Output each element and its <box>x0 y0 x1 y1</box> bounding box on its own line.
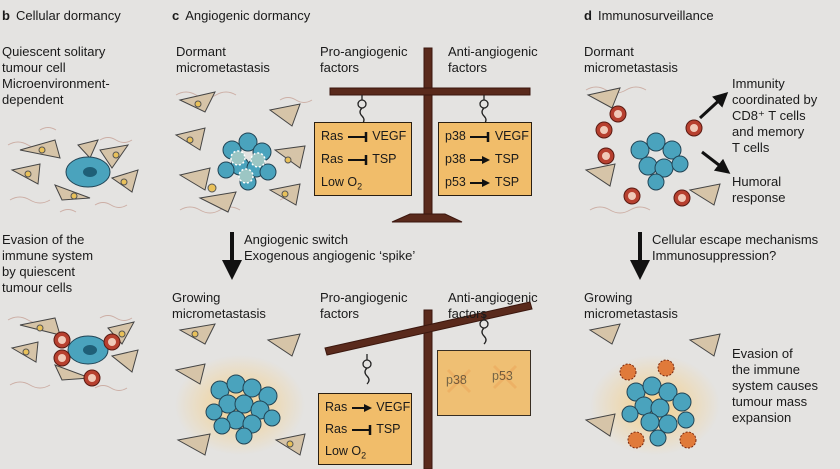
pro-row-3: Low O2 <box>321 175 363 192</box>
panel-c-header: c Angiogenic dormancy <box>172 8 310 23</box>
bottom-pro-row-2: Ras TSP <box>325 422 401 436</box>
evasion-text: Evasion of the immune system causes tumo… <box>732 346 818 425</box>
pro-factors-box-bottom: Ras VEGF Ras TSP Low O2 <box>318 393 412 465</box>
pro-angiogenic-label-bottom: Pro-angiogenic factors <box>320 290 408 321</box>
panel-d-bottom-label: Growing micrometastasis <box>584 290 678 321</box>
pro-factors-box-top: Ras VEGF Ras TSP Low O2 <box>314 122 412 196</box>
anti-row-3: p53 TSP <box>445 175 520 189</box>
inhibit-arrow-icon <box>347 154 367 165</box>
balance-scale-bottom <box>324 301 533 469</box>
inhibit-arrow-icon <box>470 131 490 142</box>
escape-text: Cellular escape mechanisms Immunosuppres… <box>652 232 819 263</box>
panel-c-letter: c <box>172 8 180 23</box>
panel-c-top-label: Dormant micrometastasis <box>176 44 270 75</box>
pro-row-2: Ras TSP <box>321 152 397 166</box>
balance-hooks-top <box>357 95 489 125</box>
balance-scale-top <box>329 47 531 223</box>
bottom-pro-row-1: Ras VEGF <box>325 400 411 414</box>
humoral-arrow <box>701 150 731 174</box>
anti-factors-box-top: p38 VEGF p38 TSP p53 TSP <box>438 122 532 196</box>
pro-angiogenic-label-top: Pro-angiogenic factors <box>320 44 408 75</box>
anti-row-2: p38 TSP <box>445 152 520 166</box>
panel-b-bottom-text: Evasion of the immune system by quiescen… <box>2 232 94 295</box>
panel-d-top-label: Dormant micrometastasis <box>584 44 678 75</box>
balance-hooks-bottom <box>362 314 489 385</box>
bottom-pro-row-3: Low O2 <box>325 444 367 461</box>
activate-arrow-icon <box>351 403 372 412</box>
immunity-arrow <box>698 91 729 120</box>
anti-factors-box-bottom: p38 p53 <box>437 350 531 416</box>
inhibit-arrow-icon <box>347 131 367 142</box>
anti-angiogenic-label-bottom: Anti-angiogenic factors <box>448 290 538 321</box>
growing-micrometastasis-illustration-c <box>174 323 306 456</box>
immune-evasion-illustration <box>7 315 139 391</box>
panel-b-header: b Cellular dormancy <box>2 8 121 23</box>
panel-d-title: Immunosurveillance <box>597 8 714 23</box>
panel-d-letter: d <box>584 8 592 23</box>
angiogenic-switch-text: Angiogenic switch Exogenous angiogenic ‘… <box>244 232 416 263</box>
panel-b-letter: b <box>2 8 10 23</box>
pro-row-1: Ras VEGF <box>321 129 407 143</box>
crossed-item-p38: p38 <box>446 373 467 387</box>
inhibit-arrow-icon <box>351 424 371 435</box>
immunity-text: Immunity coordinated by CD8⁺ T cells and… <box>732 76 818 155</box>
quiescent-cell-cluster-illustration <box>7 127 139 213</box>
panel-c-title: Angiogenic dormancy <box>185 8 311 23</box>
activate-arrow-icon <box>470 178 491 187</box>
panel-b-title: Cellular dormancy <box>15 8 121 23</box>
anti-angiogenic-label-top: Anti-angiogenic factors <box>448 44 538 75</box>
dormant-micrometastasis-illustration <box>174 91 313 214</box>
panel-c-bottom-label: Growing micrometastasis <box>172 290 266 321</box>
panel-b-top-text: Quiescent solitary tumour cell Microenvi… <box>2 44 110 107</box>
crossed-item-p53: p53 <box>492 369 513 383</box>
growing-micrometastasis-illustration-d <box>584 323 721 455</box>
anti-row-1: p38 VEGF <box>445 129 529 143</box>
humoral-text: Humoral response <box>732 174 786 205</box>
panel-d-header: d Immunosurveillance <box>584 8 714 23</box>
activate-arrow-icon <box>470 155 491 164</box>
immune-micrometastasis-illustration <box>584 86 721 214</box>
